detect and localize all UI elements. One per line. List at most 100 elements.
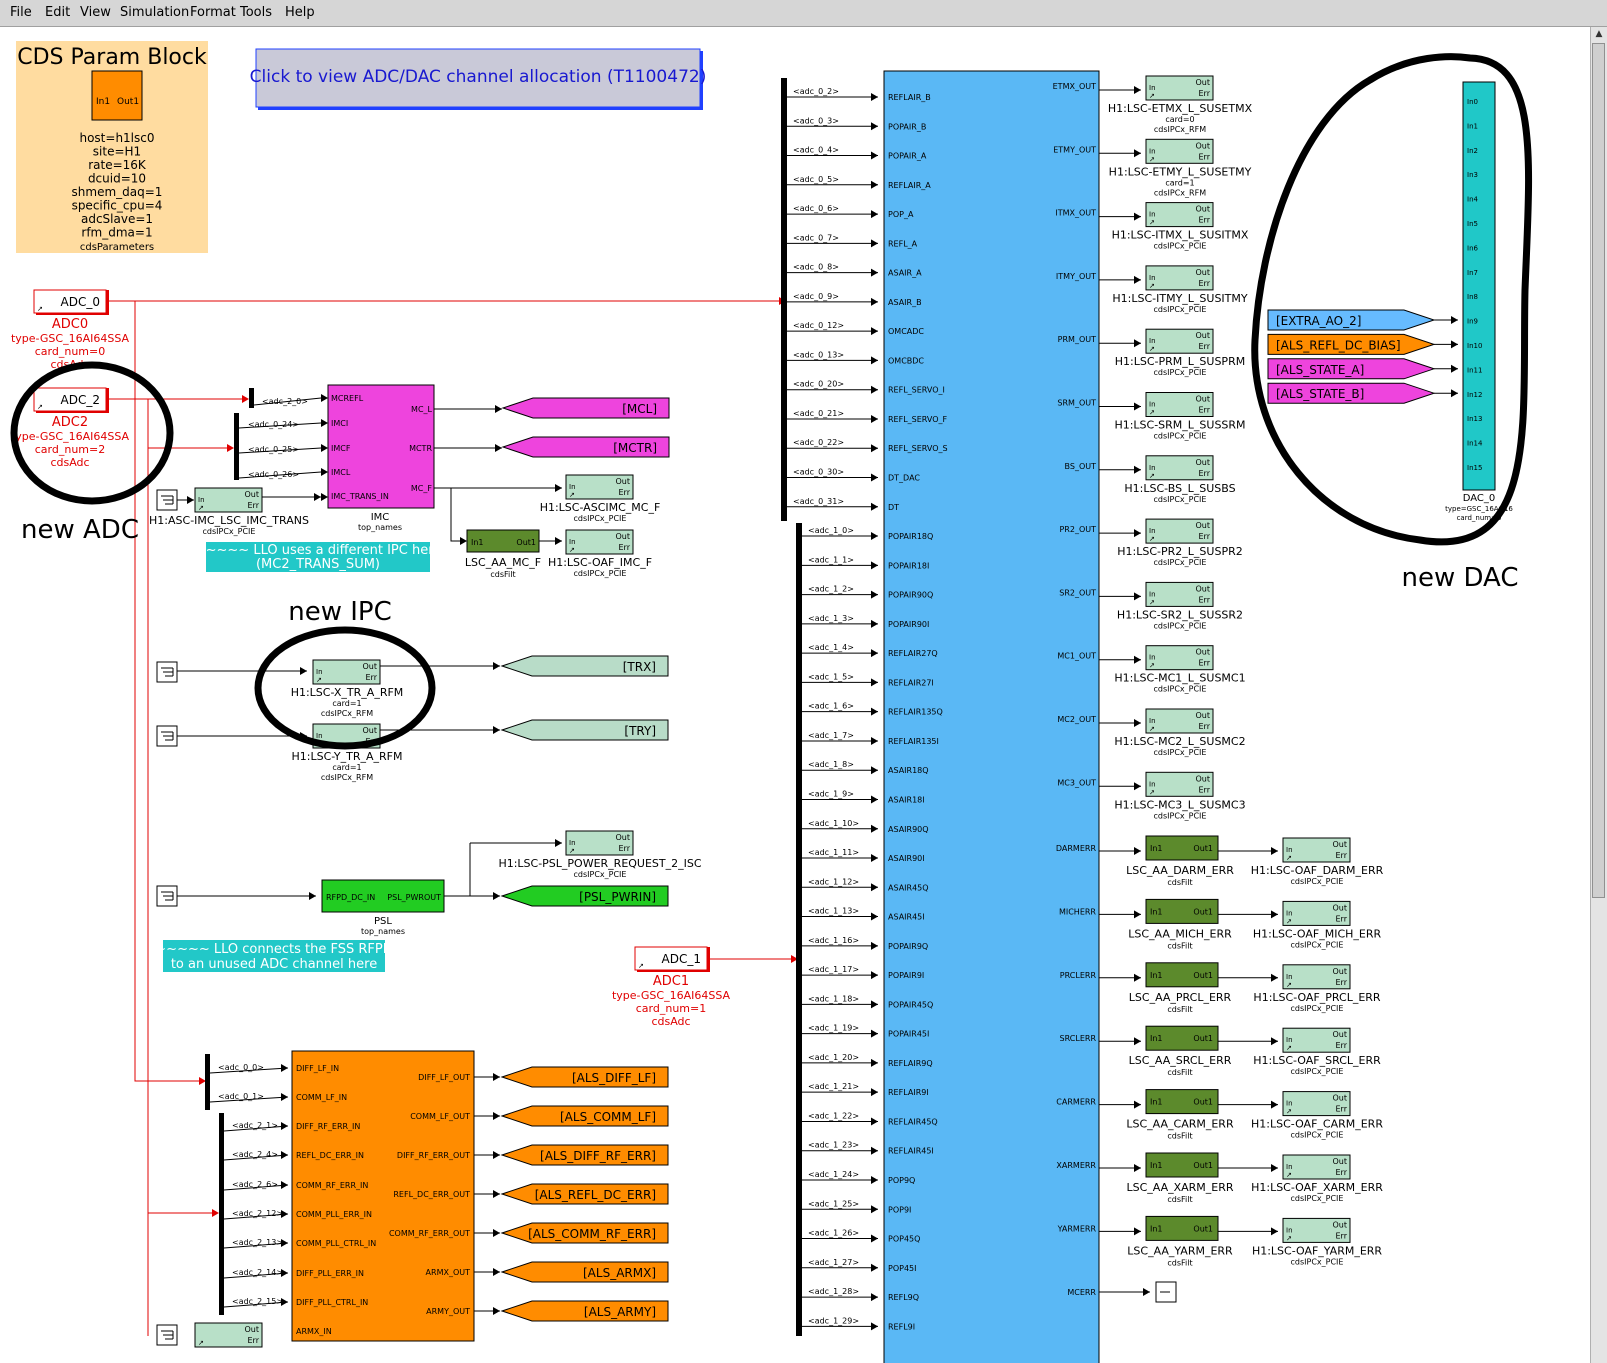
from-tag-dac-1[interactable] [1267,309,1436,331]
filter-block[interactable] [1145,1089,1219,1115]
ipc-block[interactable] [1282,1217,1351,1243]
adc-channel-label: <adc_1_22> [808,1111,859,1120]
ipc-block[interactable] [1282,1091,1351,1117]
imc-output-port: MC_L [411,405,432,414]
arrowhead-icon [871,883,878,892]
goto-mcl[interactable] [501,397,670,419]
link-icon: ↗ [569,546,575,554]
ipc-block[interactable] [1282,964,1351,990]
arrowhead-icon [1134,402,1141,411]
lsc-input-port: POPAIR18Q [888,532,933,541]
ipc-block[interactable] [1282,1154,1351,1180]
bus-selector[interactable] [234,413,239,480]
ipc-block[interactable] [1282,837,1351,863]
arrowhead-icon [281,1269,288,1277]
lsc-input-port: ASAIR45I [888,913,925,922]
goto-als-3[interactable] [500,1144,669,1166]
ipc-block[interactable] [565,529,634,555]
from-tag-dac-2[interactable] [1267,333,1436,355]
ipc-card: card=0 [1165,115,1194,124]
ipc-block[interactable] [1145,265,1214,291]
ipc-block[interactable] [1145,708,1214,734]
goto-trx[interactable] [500,655,669,677]
adc-channel-label: <adc_1_12> [808,877,859,886]
ipc-block[interactable] [565,474,634,500]
ipc-name: H1:LSC-ETMX_L_SUSETMX [1108,102,1253,115]
ipc-block[interactable] [1145,75,1214,101]
vertical-scrollbar[interactable]: ▲ [1590,27,1607,1363]
from-tag-dac-3[interactable] [1267,358,1436,380]
ipc-block[interactable] [194,1322,263,1348]
ipc-block[interactable] [565,830,634,856]
ipc-block[interactable] [1282,1027,1351,1053]
bus-selector[interactable] [249,388,254,408]
ipc-block[interactable] [1145,202,1214,228]
als-block[interactable] [291,1050,475,1342]
filter-block[interactable] [1145,1215,1219,1241]
goto-als-7[interactable] [500,1300,669,1322]
imc-block[interactable] [327,384,435,509]
menu-view[interactable]: View [80,5,111,20]
ipc-block[interactable] [194,487,263,513]
psl-block[interactable] [321,879,445,913]
ipc-lib: cdsIPCx_PCIE [574,870,627,879]
ipc-block[interactable] [1145,581,1214,607]
filter-block[interactable] [1145,835,1219,861]
lsc-input-port: OMCBDC [888,356,924,365]
from-tag-dac-4[interactable] [1267,382,1436,404]
lsc-input-port: REFLAIR135Q [888,708,943,717]
bus-selector-adc0[interactable] [781,78,787,521]
lsc-main-block[interactable] [883,70,1100,1363]
filter-block[interactable] [1145,898,1219,924]
dac-input-port: In9 [1467,318,1478,326]
menu-edit[interactable]: Edit [45,5,71,20]
goto-als-5[interactable] [500,1222,669,1244]
goto-als-1[interactable] [500,1066,669,1088]
arrowhead-icon [1451,316,1458,324]
ipc-block[interactable] [1145,392,1214,417]
goto-als-6[interactable] [500,1261,669,1283]
menu-tools[interactable]: Tools [240,5,273,20]
bus-selector[interactable] [205,1054,210,1110]
arrowhead-icon [871,327,878,336]
arrowhead-icon [314,493,321,501]
cds-param-subblock[interactable] [91,70,143,121]
ipc-block[interactable] [1145,328,1214,354]
ipc-block[interactable] [1145,455,1214,481]
menu-file[interactable]: File [10,5,32,20]
filter-block[interactable] [1145,962,1219,988]
link-icon: ↗ [37,305,43,313]
signal-line [238,422,322,429]
ipc-block[interactable] [1282,900,1351,926]
menu-simulation[interactable]: Simulation [120,5,190,20]
goto-als-4[interactable] [500,1183,669,1205]
bus-selector[interactable] [219,1113,224,1315]
arrowhead-icon [871,473,878,482]
scrollbar-thumb[interactable] [1592,43,1605,898]
link-icon: ↗ [1149,345,1155,353]
ipc-block[interactable] [312,659,381,685]
bus-selector-adc1[interactable] [796,523,802,1336]
scroll-up-arrow-icon[interactable]: ▲ [1595,29,1603,39]
menu-help[interactable]: Help [285,5,315,20]
ipc-block[interactable] [1145,138,1214,164]
goto-als-2[interactable] [500,1105,669,1127]
dac-block[interactable] [1462,81,1496,491]
arrowhead-icon [1134,529,1141,538]
adc-dac-allocation-link-button[interactable] [255,48,701,108]
ipc-block[interactable] [1145,645,1214,671]
ipc-lib: cdsIPCx_PCIE [1291,1194,1344,1203]
menu-format[interactable]: Format [190,5,236,20]
filter-block[interactable] [1145,1025,1219,1051]
filter-block[interactable] [1145,1152,1219,1178]
adc-channel-label: <adc_1_18> [808,994,859,1003]
ipc-block[interactable] [1145,771,1214,797]
goto-psl-pwrin[interactable] [500,885,669,907]
ipc-block[interactable] [1145,518,1214,544]
goto-mctr[interactable] [501,436,670,458]
lsc-input-port: REFLAIR45Q [888,1117,938,1126]
adc-channel-label: <adc_0_8> [793,263,839,272]
dac-card: card_num=0 [1457,514,1502,522]
goto-try[interactable] [500,719,669,741]
